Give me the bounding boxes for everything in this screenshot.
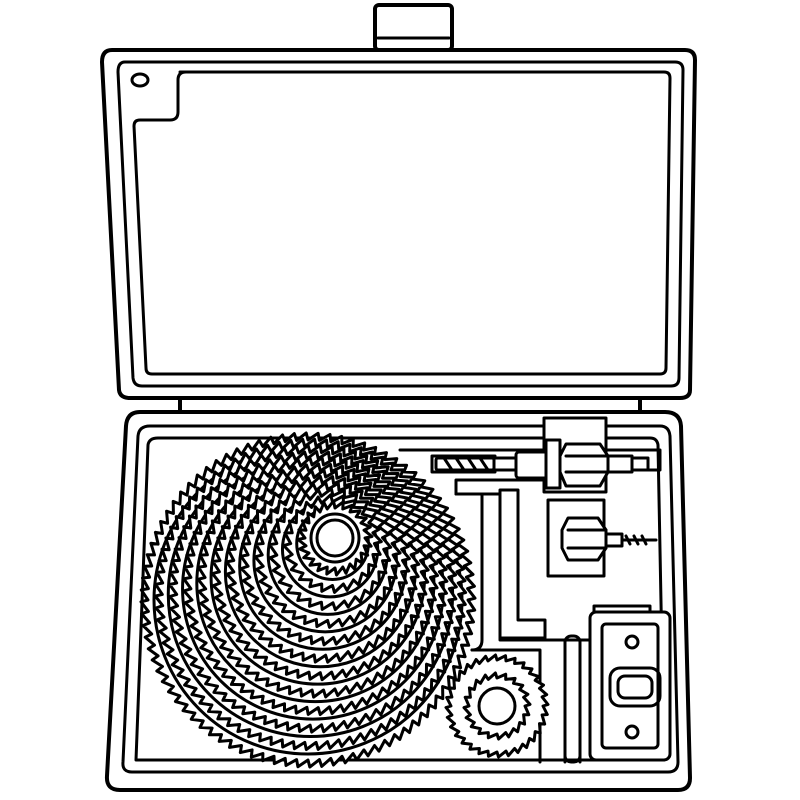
latch-tab xyxy=(373,3,454,52)
small-hole-saw-center xyxy=(477,686,517,726)
lid-rim xyxy=(116,60,685,388)
arbor-large-hex xyxy=(558,442,610,488)
hole-saw-stack xyxy=(139,431,477,769)
arbor-small-hex xyxy=(560,516,608,562)
drill-bit xyxy=(434,456,522,472)
hole-saw-inner-edge xyxy=(309,512,361,564)
hole-saw-center xyxy=(315,518,355,558)
mounting-plate xyxy=(588,610,672,762)
plate-hole-bottom xyxy=(624,724,640,740)
lid-hinge-hole xyxy=(130,72,150,88)
case-lid xyxy=(100,3,697,400)
arbor-large-collar xyxy=(514,450,550,480)
plate-slot-inner xyxy=(616,674,654,700)
hex-key xyxy=(498,488,547,640)
drill-slot xyxy=(430,454,497,474)
small-hole-saws xyxy=(444,653,550,759)
plate-hole-top xyxy=(624,634,640,650)
arbor-large-shank xyxy=(606,454,634,474)
arbor-small-shank xyxy=(604,532,624,548)
drill-bit-flutes xyxy=(442,456,490,472)
arbor-large-flange xyxy=(544,438,562,490)
plate-slot xyxy=(608,666,662,708)
lid-shell xyxy=(100,48,697,400)
mounting-plate-inner xyxy=(600,622,660,750)
arbor-large-tip xyxy=(630,456,650,472)
base-rim xyxy=(121,424,680,774)
pilot-bit xyxy=(563,634,582,764)
case-hinge xyxy=(178,396,642,414)
arbor-large xyxy=(514,416,650,494)
arbor-small xyxy=(546,498,658,578)
lid-panel xyxy=(132,70,672,376)
arbor-small-pilot-flutes xyxy=(624,534,648,546)
